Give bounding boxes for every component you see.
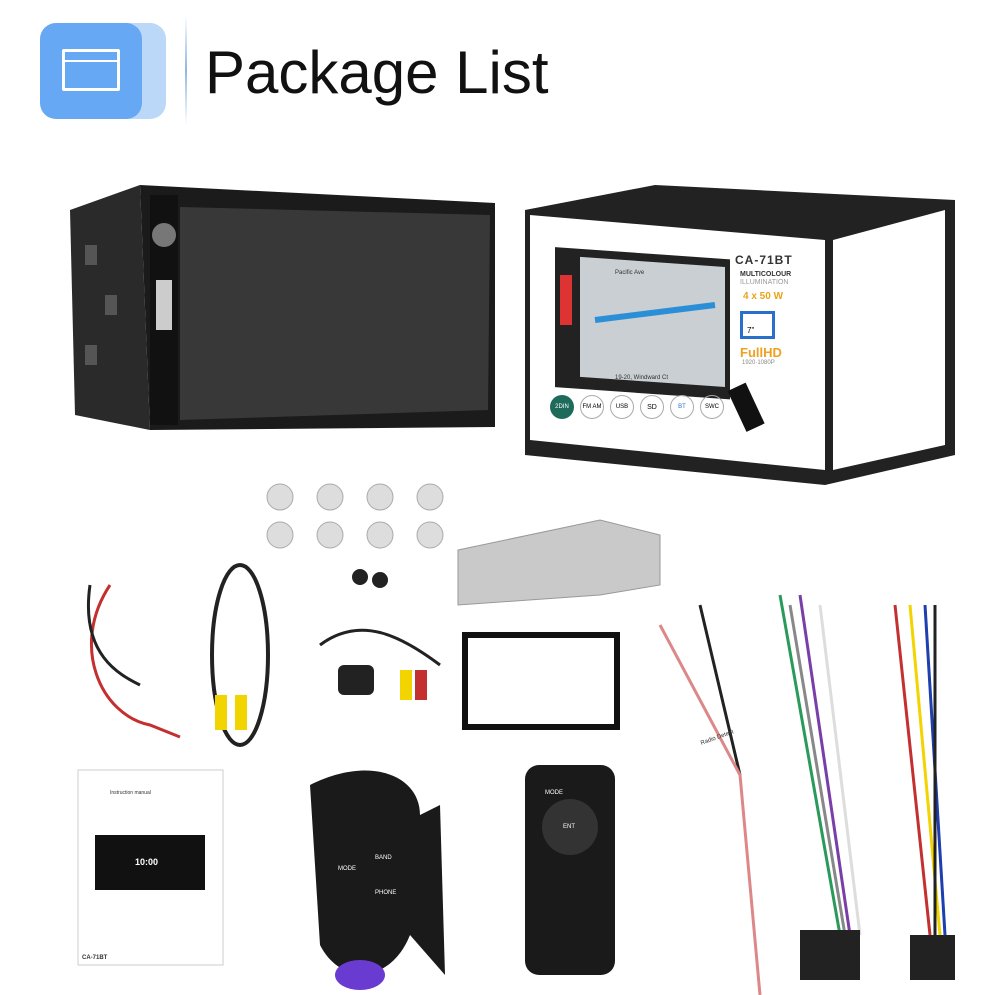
badge: SD: [640, 395, 664, 419]
map-street: Pacific Ave: [615, 270, 645, 276]
remote-ent: ENT: [563, 824, 575, 830]
badge: 2DIN: [550, 395, 574, 419]
badge: SWC: [700, 395, 724, 419]
steering-band: BAND: [375, 855, 392, 861]
power-label: 4 x 50 W: [743, 291, 784, 302]
remote-mode: MODE: [545, 790, 563, 796]
screen-size-badge: 7": [740, 311, 775, 339]
accessories-image: [77, 483, 955, 995]
box-model: CA-71BT: [735, 253, 793, 267]
retail-box: CA-71BT MULTICOLOUR ILLUMINATION 4 x 50 …: [525, 185, 955, 485]
map-address: 19-20, Windward Ct: [615, 375, 669, 381]
browser-window-icon: [40, 23, 142, 119]
badge: USB: [610, 395, 634, 419]
head-unit-image: [70, 185, 495, 430]
header-divider: [185, 15, 187, 125]
feature-badges: 2DIN FM AM USB SD BT SWC: [550, 395, 724, 419]
steering-phone: PHONE: [375, 890, 397, 896]
badge: FM AM: [580, 395, 604, 419]
page-title: Package List: [205, 39, 549, 106]
manual-heading: Instruction manual: [110, 790, 151, 796]
resolution-label: 1920·1080P: [742, 360, 775, 366]
manual-model: CA-71BT: [82, 955, 108, 961]
illumination-label: MULTICOLOUR: [740, 271, 792, 278]
steering-mode: MODE: [338, 866, 356, 872]
manual-clock: 10:00: [135, 857, 159, 867]
badge: BT: [670, 395, 694, 419]
fullhd-label: FullHD: [740, 345, 782, 360]
illumination-label-2: ILLUMINATION: [740, 279, 789, 286]
